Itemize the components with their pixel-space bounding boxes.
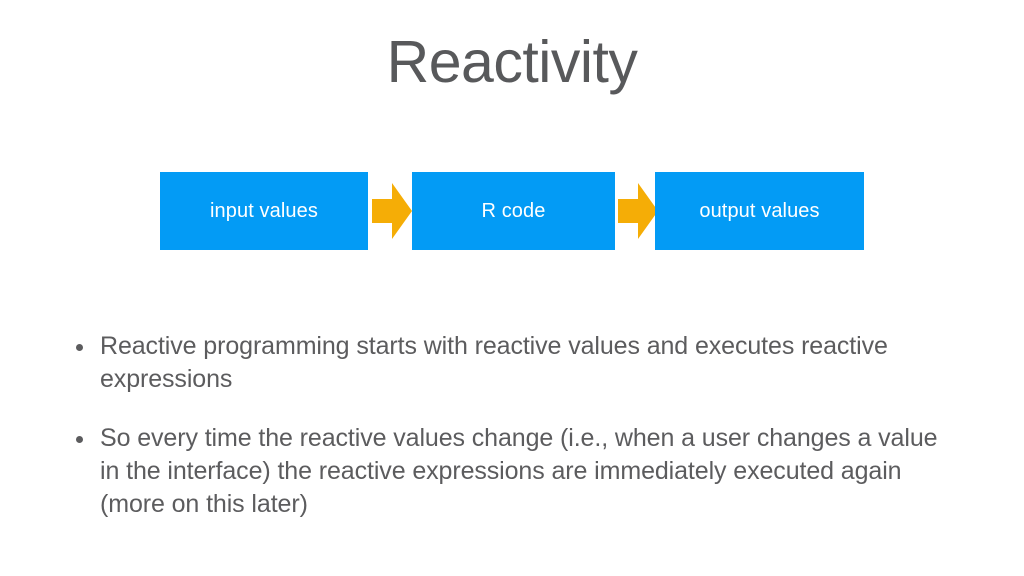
list-item-text: Reactive programming starts with reactiv… bbox=[100, 332, 888, 393]
flow-box-output-values: output values bbox=[655, 172, 864, 250]
flow-box-label: output values bbox=[699, 200, 820, 222]
arrow-right-icon bbox=[372, 183, 412, 239]
flow-box-label: input values bbox=[210, 200, 318, 222]
flow-box-input-values: input values bbox=[160, 172, 368, 250]
bullet-list: Reactive programming starts with reactiv… bbox=[62, 330, 962, 521]
flow-box-r-code: R code bbox=[412, 172, 615, 250]
list-item: Reactive programming starts with reactiv… bbox=[62, 330, 962, 396]
list-item: So every time the reactive values change… bbox=[62, 422, 962, 521]
reactivity-flow-diagram: input values R code output values bbox=[160, 172, 864, 250]
bullet-dot-icon bbox=[76, 436, 83, 443]
list-item-text: So every time the reactive values change… bbox=[100, 424, 938, 518]
arrow-right-icon bbox=[618, 183, 658, 239]
bullet-dot-icon bbox=[76, 344, 83, 351]
page-title: Reactivity bbox=[386, 29, 638, 95]
flow-box-label: R code bbox=[481, 200, 546, 222]
